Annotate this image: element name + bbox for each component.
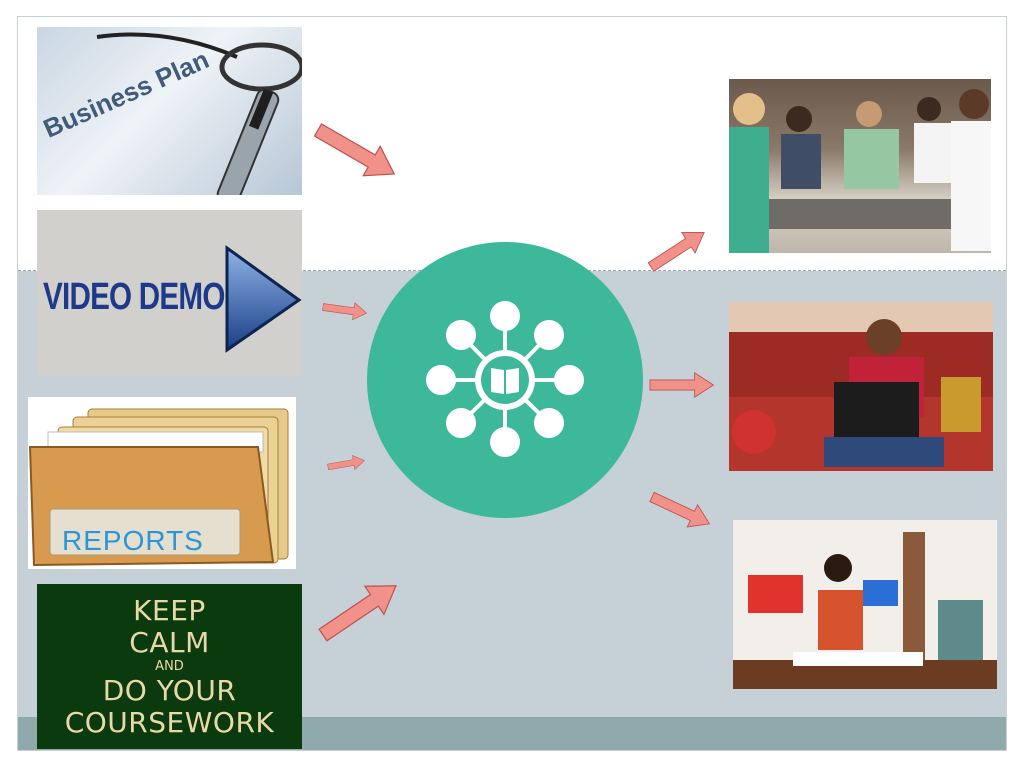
arrow-keep-calm [312,571,407,650]
pen-glasses-illustration [96,32,302,195]
students-illustration [729,89,991,253]
business-plan-image: Business Plan [37,27,302,195]
keep-calm-line5: COURSEWORK [64,705,275,739]
arrow-laptop [649,372,714,398]
folder-stack-icon [28,408,289,567]
studio-desk-illustration [733,532,997,689]
keep-calm-poster: KEEP CALM AND DO YOUR COURSEWORK [37,584,302,749]
keep-calm-line3: AND [155,658,184,674]
woman-desk-studio-photo [733,520,997,689]
central-hub-circle [367,242,643,518]
arrow-group-study [643,221,712,278]
play-icon [225,245,302,353]
sofa-laptop-illustration [729,319,993,471]
arrow-desk [646,485,716,536]
reports-text: REPORTS [62,525,204,556]
keep-calm-line1: KEEP [133,593,206,627]
flow-arrows [308,114,716,650]
open-book-network-icon [426,301,584,457]
keep-calm-line2: CALM [129,625,210,659]
arrow-business-plan [308,114,404,190]
group-study-photo [729,79,991,253]
arrow-reports [326,453,366,475]
slide: Business Plan VIDEO DEMO REPORTS KEEP CA… [17,16,1007,751]
arrow-video-demo [321,298,369,322]
video-demo-text: VIDEO DEMO [43,276,225,318]
reports-folder-image: REPORTS [28,397,296,569]
keep-calm-line4: DO YOUR [102,673,237,707]
video-demo-image: VIDEO DEMO [37,210,302,376]
woman-laptop-sofa-photo [729,302,993,471]
